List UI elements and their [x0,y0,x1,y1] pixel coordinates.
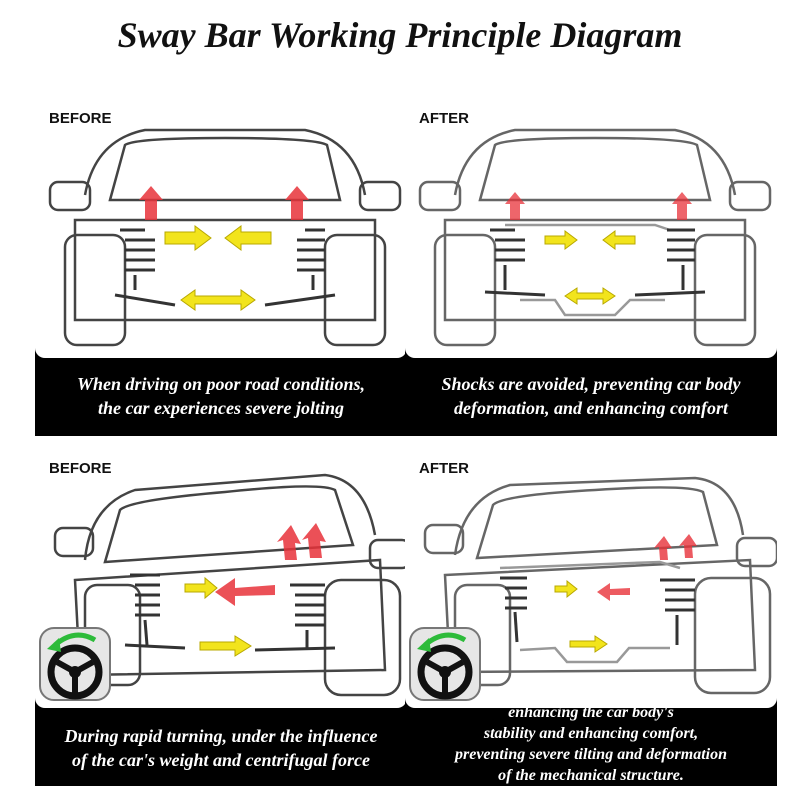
panel-label: BEFORE [49,460,112,477]
yellow-arrow-right [554,579,578,599]
red-arrow-left [215,578,275,606]
yellow-arrow-right [164,225,212,251]
caption-line: preventing severe tilting and deformatio… [455,746,727,763]
panel-after-turning: AFTER enhancing the car body's stability… [405,450,777,786]
yellow-arrow-left [224,225,272,251]
red-arrow-right [285,186,309,220]
car-diagram [39,473,407,701]
caption-line: stability and enhancing comfort, [483,725,699,742]
yellow-arrow-right [184,576,218,600]
panel-caption: When driving on poor road conditions, th… [35,372,407,420]
yellow-arrow-right [544,230,578,250]
red-arrow-right [672,192,692,220]
panel-caption: Shocks are avoided, preventing car body … [405,372,777,420]
panel-before-turning: BEFORE During rapid turning, under the i… [35,450,407,786]
panel-before-jolting: BEFORE When driving on poor road conditi… [35,100,407,436]
red-arrow-left [505,192,525,220]
panel-caption: enhancing the car body's stability and e… [405,702,777,786]
car-diagram [418,128,772,347]
rotation-arrow-icon [417,632,467,652]
diagram-art: AFTER [405,450,777,708]
panel-after-smooth: AFTER Shocks are avoided, preventing car… [405,100,777,436]
caption-line: enhancing the car body's [508,704,674,721]
caption-line: During rapid turning, under the influenc… [64,726,378,746]
diagram-art: AFTER [405,100,777,358]
yellow-arrow-double [180,289,256,311]
red-arrow-left [139,186,163,220]
caption-line: the car experiences severe jolting [98,398,344,418]
panel-label: AFTER [419,110,469,127]
yellow-arrow-left [602,230,636,250]
red-arrow-up-2 [302,523,326,558]
red-arrow-up-1 [277,525,301,560]
panel-label: AFTER [419,460,469,477]
caption-line: deformation, and enhancing comfort [453,398,729,418]
car-diagram [409,476,777,701]
rotation-arrow-icon [47,632,97,652]
diagram-art: BEFORE [35,100,407,358]
caption-line: of the car's weight and centrifugal forc… [72,750,370,770]
caption-line: of the mechanical structure. [498,767,684,784]
yellow-arrow-right [569,635,608,653]
caption-line: When driving on poor road conditions, [76,374,366,394]
steering-wheel-icon [409,627,481,701]
diagram-art: BEFORE [35,450,407,708]
red-arrow-up-1 [654,536,672,560]
steering-wheel-icon [39,627,111,701]
red-arrow-up-2 [679,534,697,558]
page-title: Sway Bar Working Principle Diagram [117,15,683,55]
panel-caption: During rapid turning, under the influenc… [35,724,407,772]
panel-label: BEFORE [49,110,112,127]
caption-line: Shocks are avoided, preventing car body [441,374,741,394]
yellow-arrow-right [199,635,252,657]
yellow-arrow-double [564,287,616,305]
car-diagram [48,128,402,347]
red-arrow-left [597,583,630,601]
